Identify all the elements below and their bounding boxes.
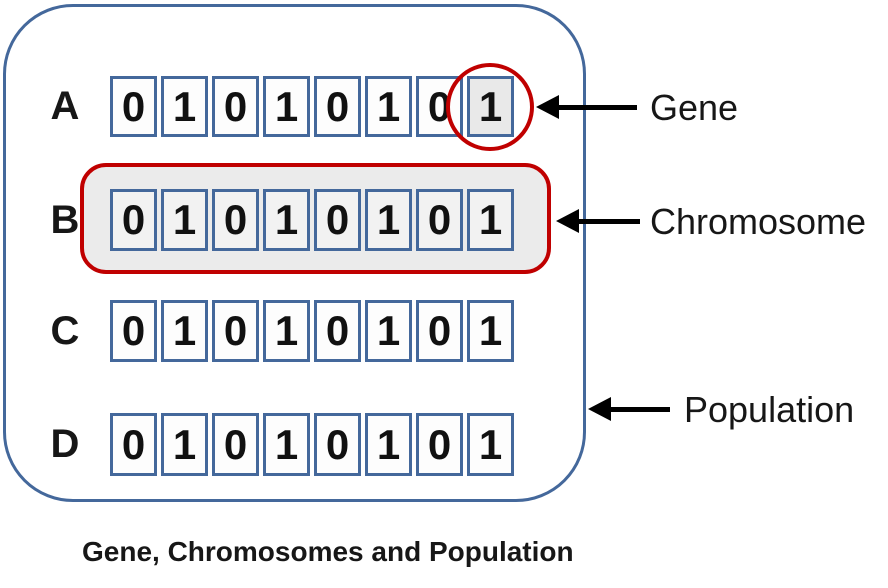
gene-cell: 0 bbox=[416, 189, 463, 251]
gene-cell: 0 bbox=[314, 413, 361, 476]
gene-cell: 1 bbox=[365, 76, 412, 137]
gene-cell: 1 bbox=[263, 413, 310, 476]
gene-cell: 1 bbox=[161, 76, 208, 137]
arrow-shaft bbox=[576, 218, 640, 224]
gene-cell: 0 bbox=[110, 76, 157, 137]
gene-cell: 1 bbox=[365, 413, 412, 476]
arrow-shaft bbox=[556, 104, 637, 110]
population-container-box bbox=[3, 4, 586, 502]
arrow-shaft bbox=[608, 406, 670, 412]
gene-cell: 0 bbox=[212, 189, 259, 251]
gene-cell: 0 bbox=[110, 189, 157, 251]
diagram-caption: Gene, Chromosomes and Population bbox=[82, 536, 574, 567]
gene-cell: 0 bbox=[314, 76, 361, 137]
gene-cell: 0 bbox=[110, 300, 157, 362]
gene-cell: 0 bbox=[212, 76, 259, 137]
gene-cells-b: 0 1 0 1 0 1 0 1 bbox=[110, 189, 514, 251]
gene-cell: 0 bbox=[416, 413, 463, 476]
gene-cell: 1 bbox=[365, 300, 412, 362]
gene-circle-highlight bbox=[446, 63, 534, 151]
gene-cell: 0 bbox=[110, 413, 157, 476]
gene-cell: 1 bbox=[365, 189, 412, 251]
gene-cell: 1 bbox=[467, 300, 514, 362]
gene-cell: 0 bbox=[314, 189, 361, 251]
gene-cell: 1 bbox=[467, 189, 514, 251]
gene-cell: 1 bbox=[467, 413, 514, 476]
gene-cells-d: 0 1 0 1 0 1 0 1 bbox=[110, 413, 514, 476]
gene-cell: 1 bbox=[263, 76, 310, 137]
gene-cell: 0 bbox=[416, 300, 463, 362]
gene-cell: 0 bbox=[314, 300, 361, 362]
gene-cell: 0 bbox=[212, 413, 259, 476]
gene-cell: 0 bbox=[212, 300, 259, 362]
gene-cell: 1 bbox=[263, 189, 310, 251]
gene-cells-c: 0 1 0 1 0 1 0 1 bbox=[110, 300, 514, 362]
arrowhead-left-icon bbox=[588, 397, 611, 421]
gene-cell: 1 bbox=[263, 300, 310, 362]
gene-label: Gene bbox=[650, 87, 739, 128]
row-label-a: A bbox=[50, 84, 80, 128]
population-label: Population bbox=[684, 389, 855, 430]
row-label-c: C bbox=[50, 308, 80, 353]
row-label-d: D bbox=[50, 422, 80, 466]
arrowhead-left-icon bbox=[536, 95, 559, 119]
row-label-b: B bbox=[50, 197, 80, 242]
arrowhead-left-icon bbox=[556, 209, 579, 233]
gene-cell: 1 bbox=[161, 300, 208, 362]
chromosome-label: Chromosome bbox=[650, 201, 867, 242]
gene-cell: 1 bbox=[161, 189, 208, 251]
gene-cell: 1 bbox=[161, 413, 208, 476]
